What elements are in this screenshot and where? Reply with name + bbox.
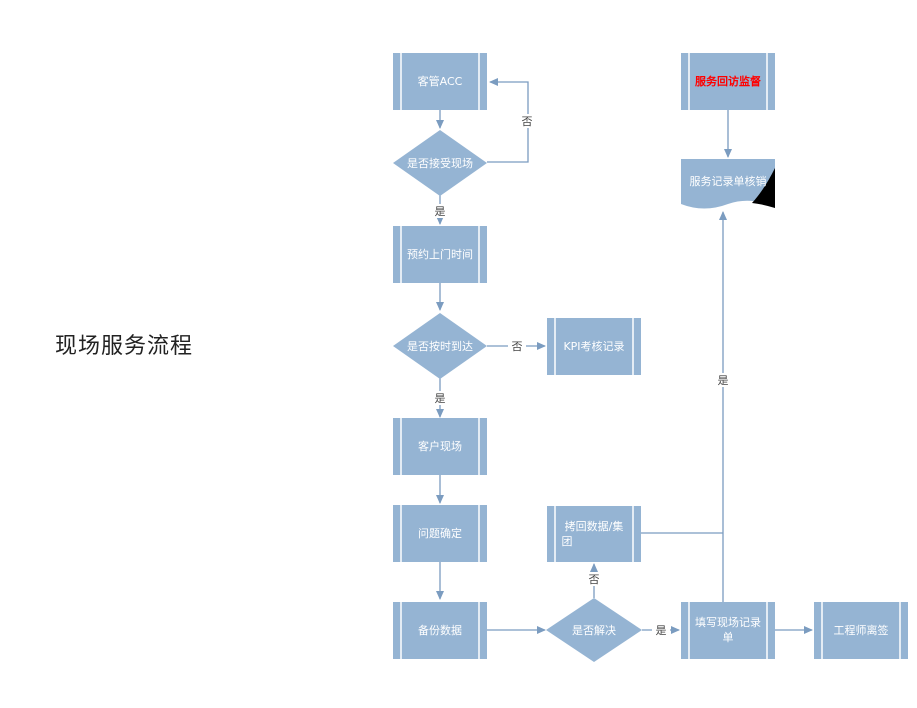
decision-resolved: 是否解决 [546,598,642,662]
edge-label-yes-accept: 是 [435,205,446,218]
decision-on-time: 是否按时到达 [393,313,487,379]
document-record-audit-label: 服务记录单核销 [690,174,767,188]
process-customer-site-label: 客户现场 [418,439,462,453]
process-fill-record-label-2: 单 [723,631,734,644]
process-kpi-record-label: KPI考核记录 [563,339,624,353]
process-monitor-label: 服务回访监督 [695,74,761,88]
process-schedule-visit: 预约上门时间 [393,226,487,283]
document-record-audit: 服务记录单核销 [681,159,775,209]
edge-label-no-accept: 否 [522,115,533,128]
process-backup-data-label: 备份数据 [418,623,462,637]
edge-label-yes-audit: 是 [718,374,729,387]
edge-label-yes-resolved: 是 [656,624,667,637]
process-customer-site: 客户现场 [393,418,487,475]
process-kpi-record: KPI考核记录 [547,318,641,375]
process-engineer-sign-label: 工程师离签 [834,623,889,637]
process-problem-confirm: 问题确定 [393,505,487,562]
decision-accept-onsite-label: 是否接受现场 [407,156,473,170]
decision-accept-onsite: 是否接受现场 [393,130,487,196]
process-backup-data: 备份数据 [393,602,487,659]
decision-resolved-label: 是否解决 [572,623,616,637]
process-copy-back: 拷回数据/集 团 [547,506,641,562]
edge-label-no-resolved: 否 [589,573,600,586]
process-copy-back-label-1: 拷回数据/集 [565,519,624,533]
edge-label-no-on-time: 否 [512,340,523,353]
page-title: 现场服务流程 [55,334,194,359]
process-acc-label: 客管ACC [418,74,463,88]
process-engineer-sign: 工程师离签 [814,602,908,659]
folded-corner-icon [752,168,775,208]
process-monitor: 服务回访监督 [681,53,775,110]
process-fill-record-label-1: 填写现场记录 [695,615,761,629]
process-schedule-visit-label: 预约上门时间 [407,247,473,261]
process-acc: 客管ACC [393,53,487,110]
process-copy-back-label-2: 团 [562,535,573,548]
process-problem-confirm-label: 问题确定 [418,526,462,540]
decision-on-time-label: 是否按时到达 [407,339,473,353]
process-fill-record: 填写现场记录 单 [681,602,775,659]
edge-label-yes-on-time: 是 [435,392,446,405]
